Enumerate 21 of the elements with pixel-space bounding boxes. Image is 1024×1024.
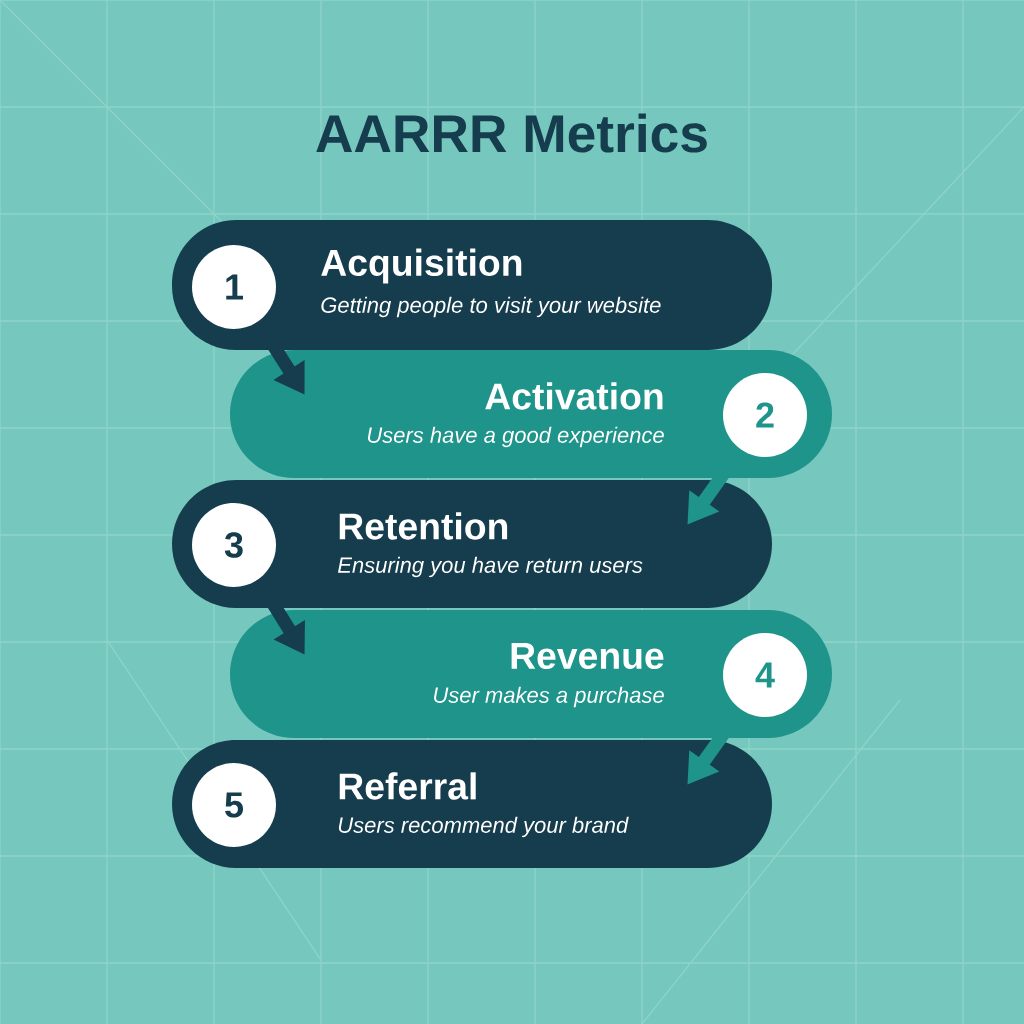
step-heading: Revenue xyxy=(511,643,664,669)
step-heading: Retention xyxy=(339,512,508,540)
number-circle xyxy=(192,763,276,847)
step-number: 5 xyxy=(225,792,243,818)
step-description: Users recommend your brand xyxy=(338,816,629,838)
step-number: 1 xyxy=(226,274,243,300)
step-number: 4 xyxy=(755,662,775,688)
step-heading: Acquisition xyxy=(321,248,522,284)
number-circle xyxy=(192,245,276,329)
step-description: Ensuring you have return users xyxy=(337,556,643,578)
title: AARRR Metrics xyxy=(316,113,707,153)
number-circle xyxy=(723,373,807,457)
number-circle xyxy=(192,503,276,587)
step-heading: Referral xyxy=(339,772,476,800)
step-heading: Activation xyxy=(485,382,663,410)
step-description: Users have a good experience xyxy=(368,426,664,448)
step-number: 3 xyxy=(224,532,243,558)
step-number: 2 xyxy=(756,402,774,428)
number-circle xyxy=(723,633,807,717)
step-description: User makes a purchase xyxy=(434,686,664,708)
step-description: Getting people to visit your website xyxy=(321,296,661,318)
